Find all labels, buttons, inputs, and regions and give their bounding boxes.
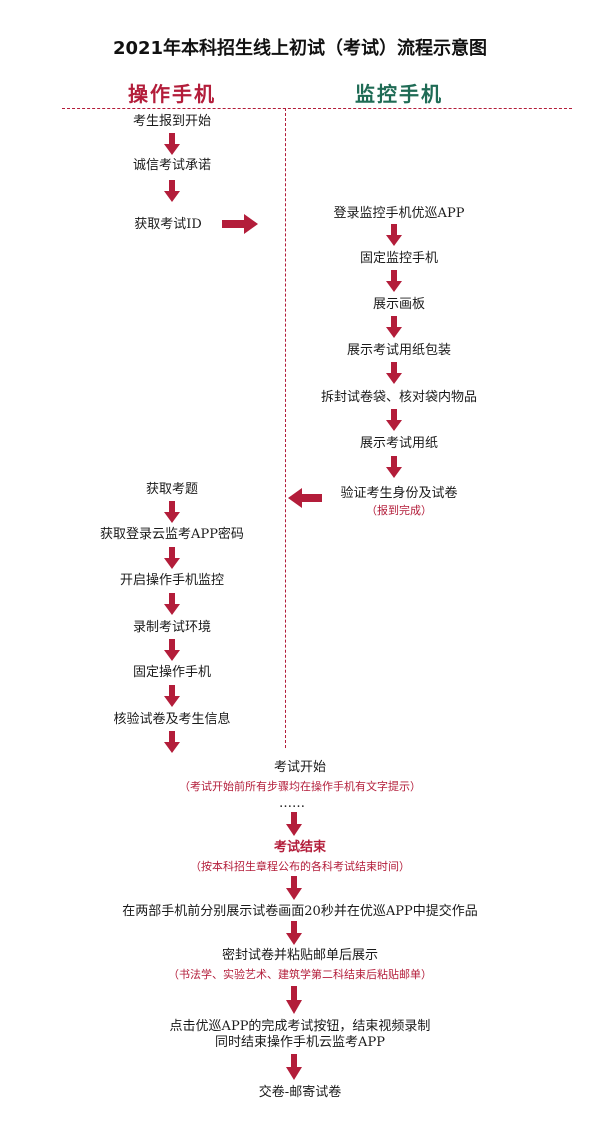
- arrow-down-icon: [164, 547, 180, 569]
- arrow-down-icon: [386, 409, 402, 431]
- exam-start-note: （考试开始前所有步骤均在操作手机有文字提示）: [179, 780, 421, 793]
- arrow-down-icon: [386, 224, 402, 246]
- arrow-down-icon: [386, 270, 402, 292]
- arrow-down-icon: [286, 1054, 302, 1080]
- seal-step: 密封试卷并粘贴邮单后展示: [221, 948, 379, 963]
- final-step: 交卷-邮寄试卷: [258, 1085, 342, 1100]
- right-step-4: 展示考试用纸包装: [346, 343, 452, 358]
- column-header-operation-phone: 操作手机: [128, 82, 216, 106]
- header-divider: [62, 108, 572, 109]
- right-step-3: 展示画板: [372, 297, 426, 312]
- left-step-3: 获取考试ID: [134, 217, 202, 232]
- arrow-down-icon: [286, 921, 302, 945]
- right-step-6: 展示考试用纸: [359, 436, 439, 451]
- arrow-down-icon: [386, 316, 402, 338]
- arrow-down-icon: [164, 639, 180, 661]
- left-step-1: 考生报到开始: [132, 114, 212, 129]
- arrow-down-icon: [386, 456, 402, 478]
- right-step-5: 拆封试卷袋、核对袋内物品: [320, 390, 478, 405]
- arrow-right-icon: [222, 214, 258, 234]
- arrow-down-icon: [164, 133, 180, 155]
- column-divider: [285, 108, 286, 748]
- page-title: 2021年本科招生线上初试（考试）流程示意图: [112, 38, 488, 59]
- right-step-7: 验证考生身份及试卷: [340, 486, 458, 501]
- arrow-down-icon: [286, 986, 302, 1014]
- arrow-down-icon: [286, 876, 302, 900]
- arrow-down-icon: [164, 685, 180, 707]
- arrow-down-icon: [286, 812, 302, 836]
- right-step-2: 固定监控手机: [359, 251, 439, 266]
- left-step-2: 诚信考试承诺: [132, 158, 212, 173]
- seal-step-note: （书法学、实验艺术、建筑学第二科结束后粘贴邮单）: [168, 968, 432, 981]
- left-step-5: 获取登录云监考APP密码: [100, 527, 244, 542]
- finish-step-line1: 点击优巡APP的完成考试按钮，结束视频录制: [169, 1019, 431, 1034]
- finish-step-line2: 同时结束操作手机云监考APP: [215, 1035, 385, 1050]
- left-step-9: 核验试卷及考生信息: [113, 712, 231, 727]
- submit-step: 在两部手机前分别展示试卷画面20秒并在优巡APP中提交作品: [122, 904, 478, 919]
- arrow-down-icon: [164, 501, 180, 523]
- ellipsis: ……: [279, 796, 305, 811]
- left-step-4: 获取考题: [145, 482, 199, 497]
- column-header-monitor-phone: 监控手机: [355, 82, 443, 106]
- exam-start: 考试开始: [273, 760, 327, 775]
- left-step-6: 开启操作手机监控: [119, 573, 225, 588]
- arrow-down-icon: [164, 731, 180, 753]
- arrow-down-icon: [164, 593, 180, 615]
- left-step-8: 固定操作手机: [132, 665, 212, 680]
- exam-end: 考试结束: [273, 840, 327, 855]
- arrow-down-icon: [164, 180, 180, 202]
- arrow-down-icon: [386, 362, 402, 384]
- arrow-left-icon: [288, 488, 322, 508]
- exam-end-note: （按本科招生章程公布的各科考试结束时间）: [190, 860, 410, 873]
- right-step-1: 登录监控手机优巡APP: [333, 206, 465, 221]
- left-step-7: 录制考试环境: [132, 620, 212, 635]
- right-step-7-note: （报到完成）: [366, 504, 432, 517]
